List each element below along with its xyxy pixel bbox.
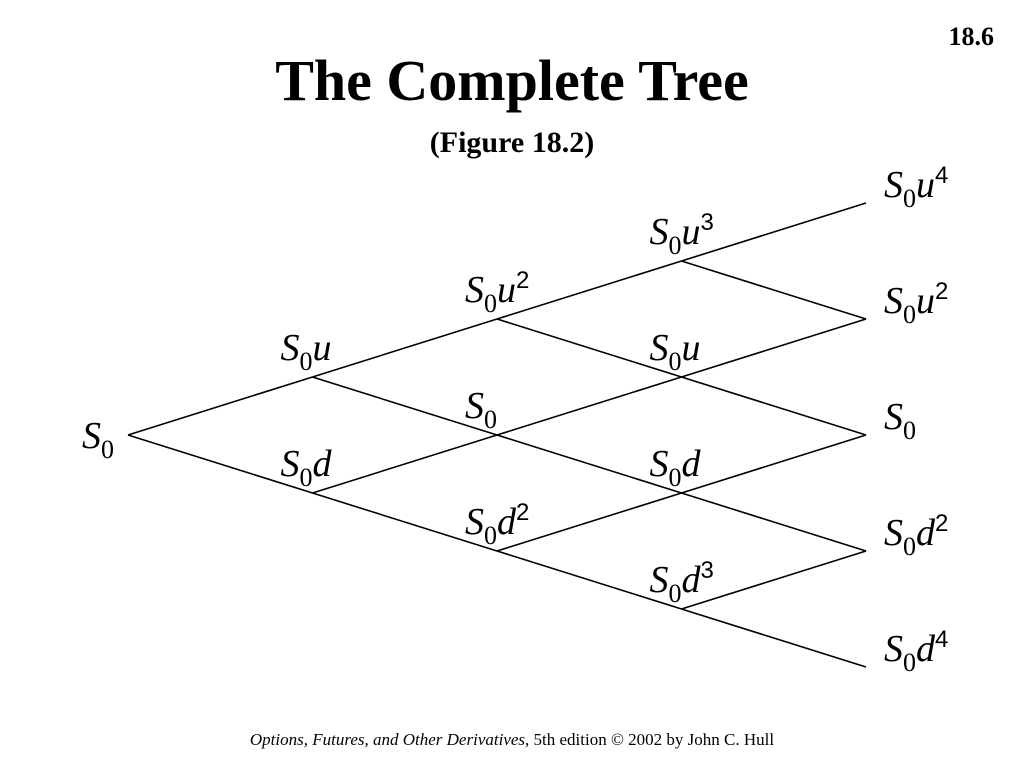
tree-branch-n32-n43 xyxy=(681,318,867,378)
node-label-n40: S0d4 xyxy=(884,626,949,677)
node-label-n22: S0u2 xyxy=(465,267,530,318)
tree-branch-n00-n10 xyxy=(127,434,313,494)
node-label-n41: S0d2 xyxy=(884,510,949,561)
slide-number: 18.6 xyxy=(948,22,995,51)
tree-branch-n22-n32 xyxy=(496,318,682,378)
node-label-n31: S0d xyxy=(649,443,701,492)
tree-branch-n22-n33 xyxy=(496,260,682,320)
tree-branch-n11-n22 xyxy=(312,318,498,378)
node-label-n20: S0d2 xyxy=(465,499,530,550)
node-label-n21: S0 xyxy=(465,385,497,434)
tree-branch-n33-n44 xyxy=(681,202,867,262)
tree-branch-n20-n31 xyxy=(496,492,682,552)
page-title: The Complete Tree xyxy=(275,48,749,113)
node-label-n30: S0d3 xyxy=(649,557,714,608)
tree-branch-n10-n20 xyxy=(312,492,498,552)
tree-branch-n21-n32 xyxy=(496,376,682,436)
node-label-n10: S0d xyxy=(280,443,332,492)
node-label-n42: S0 xyxy=(884,396,916,445)
tree-branch-n33-n43 xyxy=(681,260,867,320)
figure-caption: (Figure 18.2) xyxy=(429,126,595,159)
footer-edition: , 5th edition © 2002 by John C. Hull xyxy=(525,730,775,749)
tree-branch-n11-n21 xyxy=(312,376,498,436)
tree-branch-n00-n11 xyxy=(127,376,313,436)
tree-branch-n30-n40 xyxy=(681,608,867,668)
footer-book-title: Options, Futures, and Other Derivatives xyxy=(249,730,526,749)
node-label-n33: S0u3 xyxy=(649,209,714,260)
tree-branch-n30-n41 xyxy=(681,550,867,610)
tree-branch-n32-n42 xyxy=(681,376,867,436)
tree-branch-n21-n31 xyxy=(496,434,682,494)
node-label-n00: S0 xyxy=(82,415,114,464)
node-label-n44: S0u4 xyxy=(884,162,949,213)
node-label-n11: S0u xyxy=(280,327,332,376)
tree-branch-n10-n21 xyxy=(312,434,498,494)
tree-branch-n31-n42 xyxy=(681,434,867,494)
footer: Options, Futures, and Other Derivatives,… xyxy=(0,730,1024,750)
tree-branch-n31-n41 xyxy=(681,492,867,552)
tree-branch-n20-n30 xyxy=(496,550,682,610)
node-label-n32: S0u xyxy=(649,327,701,376)
node-label-n43: S0u2 xyxy=(884,278,949,329)
